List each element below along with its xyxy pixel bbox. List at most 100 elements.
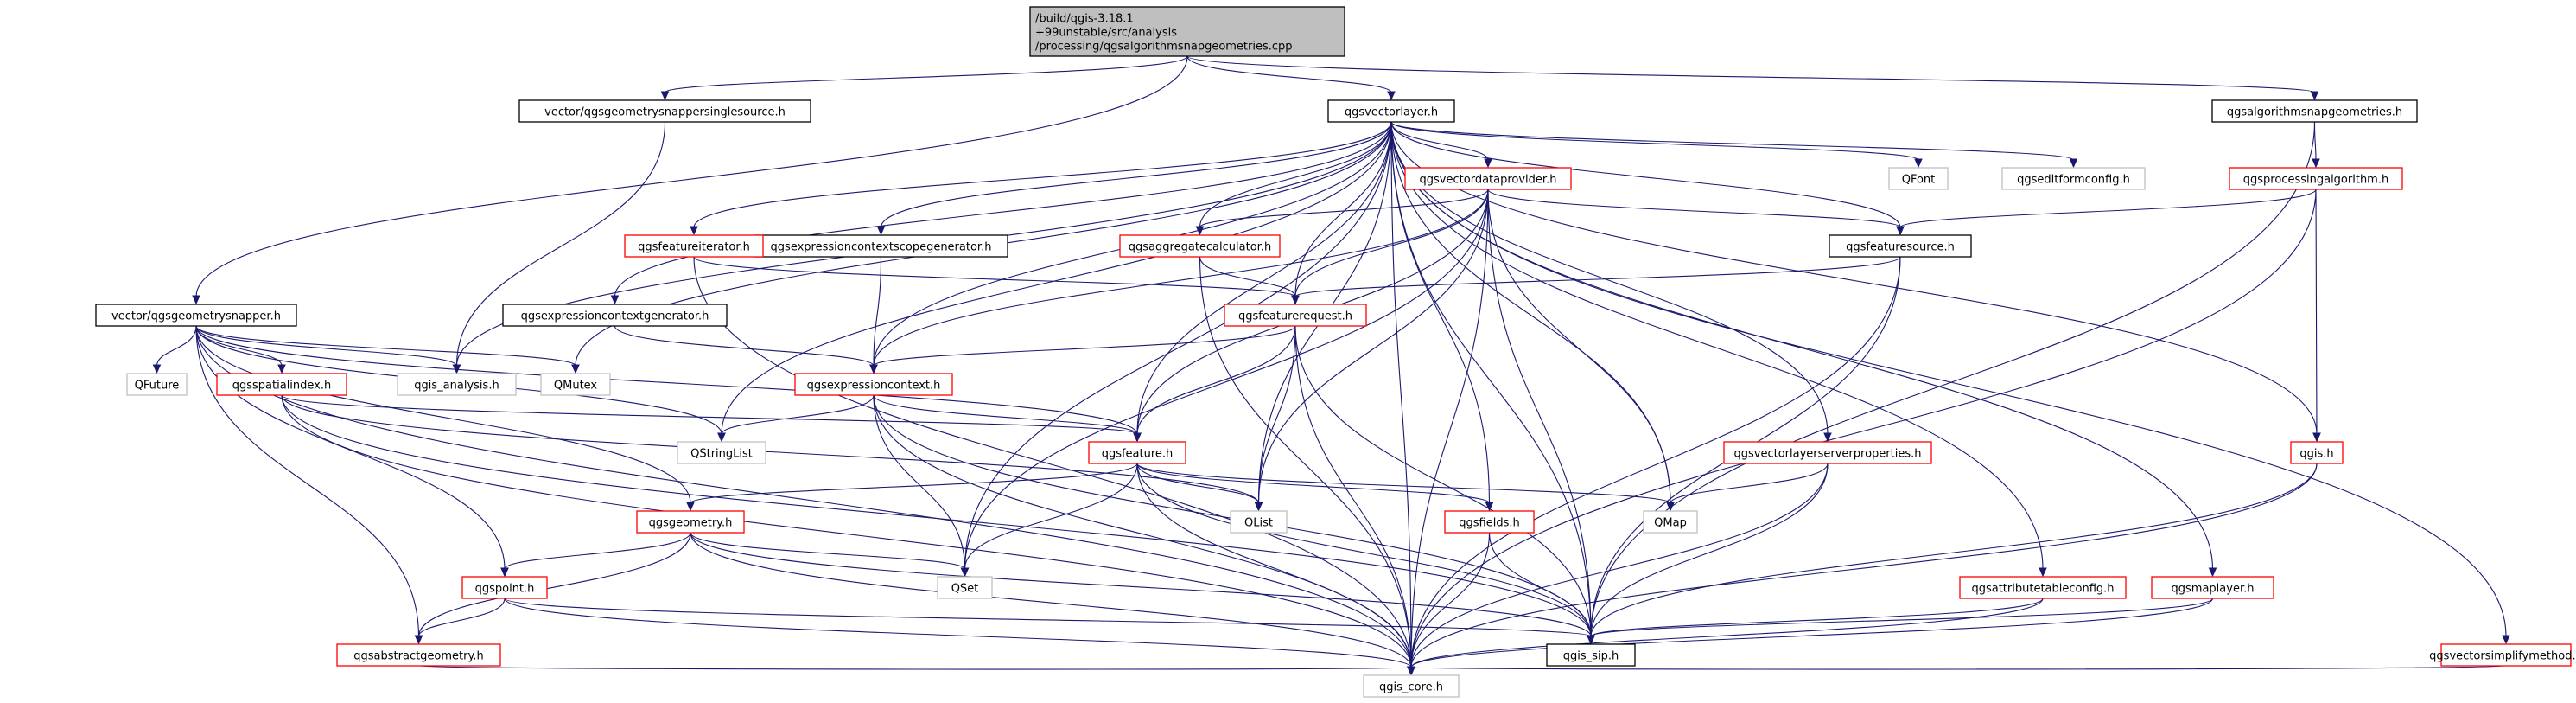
edge-line (504, 532, 691, 570)
node-fields[interactable]: qgsfields.h (1444, 510, 1535, 534)
node-ac[interactable]: qgsaggregatecalculator.h (1119, 234, 1281, 258)
node-box (502, 304, 728, 327)
edge-line (1590, 463, 2318, 637)
edge-geom-to-core (690, 532, 1415, 676)
edge-line (1136, 463, 1412, 668)
edge-arrowhead (2039, 567, 2047, 578)
node-box (677, 441, 766, 464)
edge-arrowhead (414, 635, 423, 645)
node-label: +99unstable/src/analysis (1035, 27, 1177, 40)
edge-arrowhead (2312, 158, 2320, 169)
node-label: qgsalgorithmsnapgeometries.h (2227, 106, 2402, 119)
node-ml[interactable]: qgsmaplayer.h (2151, 576, 2274, 599)
node-label: QMap (1654, 517, 1687, 530)
edge-vl-to-efc (1390, 121, 2078, 169)
node-box (1119, 234, 1281, 258)
node-box (1224, 304, 1367, 327)
node-ecg[interactable]: qgsexpressioncontextgenerator.h (502, 304, 728, 327)
node-root: /build/qgis-3.18.1+99unstable/src/analys… (1029, 6, 1345, 57)
node-fi[interactable]: qgsfeatureiterator.h (624, 234, 764, 258)
node-box (540, 373, 611, 396)
edge-feat-to-geom (686, 463, 1138, 512)
node-atc[interactable]: qgsattributetableconfig.h (1959, 576, 2127, 599)
edge-vdp-to-core (1407, 189, 1489, 676)
edge-vdp-to-ec (869, 189, 1489, 374)
node-label: qgsprocessingalgorithm.h (2243, 174, 2388, 187)
edge-vl-to-vdp (1390, 121, 1492, 169)
node-sse[interactable]: vector/qgsgeometrysnappersinglesource.h (518, 99, 811, 123)
node-qgish[interactable]: qgis.h (2290, 441, 2344, 464)
node-box (624, 234, 764, 258)
node-label: qgsaggregatecalculator.h (1129, 241, 1271, 254)
edge-line (964, 463, 1138, 570)
edge-snap-to-point (195, 325, 509, 578)
node-box (1888, 167, 1949, 190)
node-box (1404, 167, 1572, 190)
node-box (636, 510, 745, 534)
node-qmap: QMap (1643, 510, 1698, 534)
edge-line (873, 394, 1412, 668)
edge-line (693, 256, 1296, 297)
node-ag[interactable]: qgsabstractgeometry.h (336, 643, 501, 667)
edge-line (1410, 598, 2214, 668)
edge-point-to-ag (414, 598, 506, 645)
node-box (1363, 674, 1460, 698)
edge-line (504, 598, 1412, 668)
edge-geom-to-ag (414, 532, 691, 645)
node-label: QSet (951, 583, 979, 596)
node-box (397, 373, 517, 396)
node-label: qgsfeature.h (1102, 448, 1174, 461)
node-vl[interactable]: qgsvectorlayer.h (1327, 99, 1455, 123)
edge-line (721, 121, 1392, 435)
edge-line (690, 532, 966, 570)
node-geom[interactable]: qgsgeometry.h (636, 510, 745, 534)
node-sip[interactable]: qgis_sip.h (1546, 643, 1636, 667)
node-box (2290, 441, 2344, 464)
node-label: vector/qgsgeometrysnappersinglesource.h (544, 106, 786, 119)
node-point[interactable]: qgspoint.h (461, 576, 548, 599)
node-label: /processing/qgsalgorithmsnapgeometries.c… (1035, 41, 1293, 54)
node-fs[interactable]: qgsfeaturesource.h (1829, 234, 1972, 258)
edge-asg-to-pa (2312, 121, 2320, 169)
node-label: QList (1244, 517, 1273, 530)
edge-vdp-to-sip (1487, 189, 1595, 645)
node-ecsg[interactable]: qgsexpressioncontextscopegenerator.h (754, 234, 1008, 258)
node-vdp[interactable]: qgsvectordataprovider.h (1404, 167, 1572, 190)
edge-line (281, 394, 1592, 637)
node-vlsp[interactable]: qgsvectorlayerserverproperties.h (1723, 441, 1932, 464)
edge-line (1390, 121, 2507, 637)
node-asg[interactable]: qgsalgorithmsnapgeometries.h (2211, 99, 2418, 123)
node-label: QStringList (690, 448, 753, 461)
edge-line (964, 189, 1489, 570)
node-qsl: QStringList (677, 441, 766, 464)
node-label: qgis_analysis.h (414, 380, 499, 393)
node-si[interactable]: qgsspatialindex.h (216, 373, 347, 396)
node-box (1723, 441, 1932, 464)
edge-line (873, 189, 1489, 367)
node-label: qgsspatialindex.h (232, 380, 332, 393)
node-label: qgis_core.h (1379, 681, 1443, 694)
node-label: qgsexpressioncontextscopegenerator.h (771, 241, 992, 254)
edge-arrowhead (717, 432, 726, 443)
edge-arrowhead (192, 295, 200, 305)
edge-arrowhead (2502, 635, 2510, 645)
node-label: qgspoint.h (475, 583, 535, 596)
edge-arrowhead (1133, 432, 1142, 443)
node-pa[interactable]: qgsprocessingalgorithm.h (2229, 167, 2403, 190)
edge-point-to-core (504, 598, 1415, 676)
node-box (794, 373, 953, 396)
edge-line (664, 55, 1188, 93)
edge-line (1136, 325, 1296, 435)
edge-fi-to-fr (693, 256, 1300, 305)
edge-line (195, 325, 506, 570)
node-vsm[interactable]: qgsvectorsimplifymethod.h (2429, 643, 2576, 667)
node-fr[interactable]: qgsfeaturerequest.h (1224, 304, 1367, 327)
node-feat[interactable]: qgsfeature.h (1088, 441, 1186, 464)
edge-arrowhead (2310, 91, 2319, 101)
edge-ec-to-core (873, 394, 1415, 676)
edge-line (281, 394, 1138, 435)
node-qmutex: QMutex (540, 373, 611, 396)
node-ec[interactable]: qgsexpressioncontext.h (794, 373, 953, 396)
node-snap[interactable]: vector/qgsgeometrysnapper.h (95, 304, 297, 327)
node-box (2229, 167, 2403, 190)
